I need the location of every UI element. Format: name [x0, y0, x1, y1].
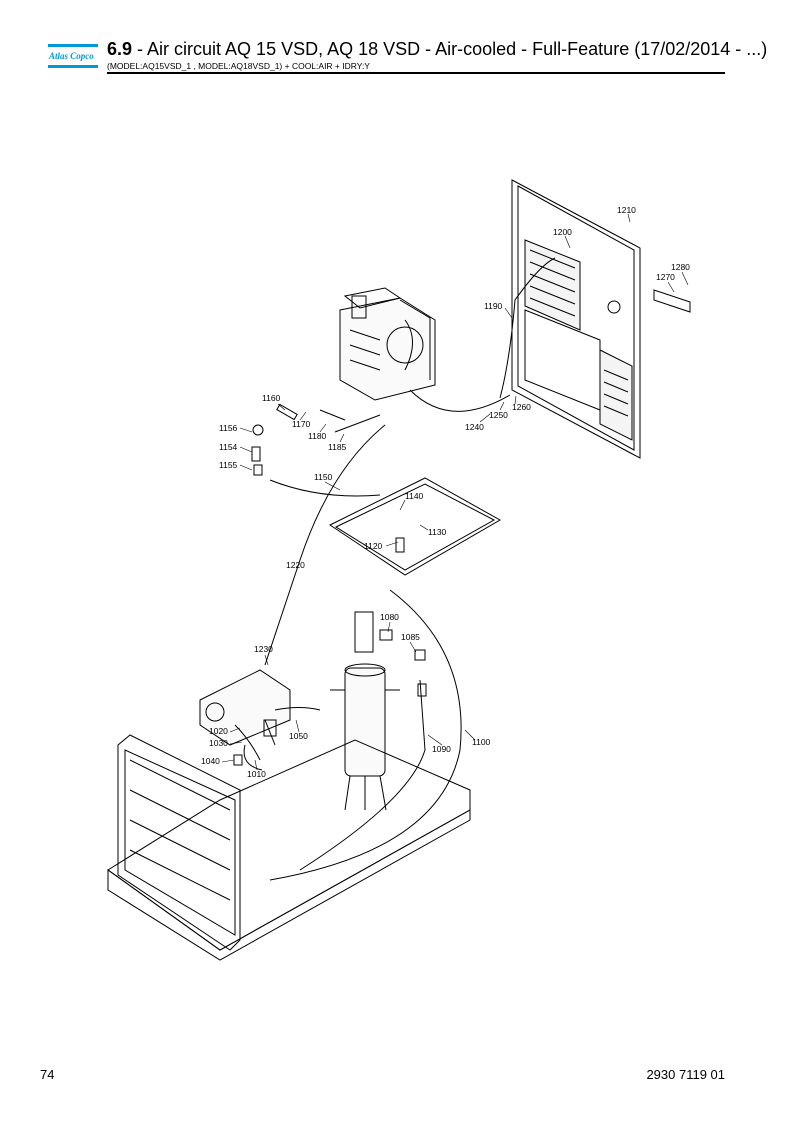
callout-1155: 1155: [219, 460, 238, 470]
logo-text: Atlas Copco: [48, 51, 94, 61]
callout-1150: 1150: [314, 472, 333, 482]
callout-1220: 1220: [286, 560, 305, 570]
page-subtitle: (MODEL:AQ15VSD_1 , MODEL:AQ18VSD_1) + CO…: [107, 61, 370, 71]
fittings: [233, 403, 427, 766]
dryer-unit: [339, 287, 436, 401]
callout-1080: 1080: [380, 612, 399, 622]
callout-1185: 1185: [328, 442, 347, 452]
callout-1100: 1100: [472, 737, 491, 747]
callout-1200: 1200: [553, 227, 572, 237]
callout-1140: 1140: [405, 491, 424, 501]
leader-lines: [221, 213, 689, 771]
callout-1230: 1230: [254, 644, 273, 654]
callout-1160: 1160: [262, 393, 281, 403]
cabinet-panel: [511, 179, 691, 459]
callout-1156: 1156: [219, 423, 238, 433]
callout-1190: 1190: [484, 301, 503, 311]
callout-1050: 1050: [289, 731, 308, 741]
callout-1280: 1280: [671, 262, 690, 272]
compressor-element: [199, 669, 291, 771]
callout-1040: 1040: [201, 756, 220, 766]
callout-1085: 1085: [401, 632, 420, 642]
atlas-copco-logo: Atlas Copco: [48, 44, 98, 68]
page-title: 6.9 - Air circuit AQ 15 VSD, AQ 18 VSD -…: [107, 38, 767, 60]
callout-labels: 1210 1200 1280 1270 1190 1160 1156 1170 …: [201, 205, 690, 779]
base-frame: [107, 734, 471, 961]
callout-1120: 1120: [364, 541, 383, 551]
title-text: - Air circuit AQ 15 VSD, AQ 18 VSD - Air…: [132, 39, 768, 59]
callout-1154: 1154: [219, 442, 238, 452]
section-number: 6.9: [107, 39, 133, 59]
callout-1010: 1010: [247, 769, 266, 779]
filter-vessel: [330, 611, 400, 811]
callout-1250: 1250: [489, 410, 508, 420]
callout-1180: 1180: [308, 431, 327, 441]
callout-1240: 1240: [465, 422, 484, 432]
document-number: 2930 7119 01: [646, 1067, 725, 1082]
page-number: 74: [40, 1067, 55, 1082]
hoses: [264, 257, 556, 881]
mounting-plate: [329, 477, 502, 576]
callout-1020: 1020: [209, 726, 228, 736]
callout-1270: 1270: [656, 272, 675, 282]
callout-1260: 1260: [512, 402, 531, 412]
callout-1210: 1210: [617, 205, 636, 215]
callout-1090: 1090: [432, 744, 451, 754]
header-rule: [107, 72, 725, 74]
callout-1170: 1170: [292, 419, 311, 429]
callout-1030: 1030: [209, 738, 228, 748]
callout-1130: 1130: [428, 527, 447, 537]
